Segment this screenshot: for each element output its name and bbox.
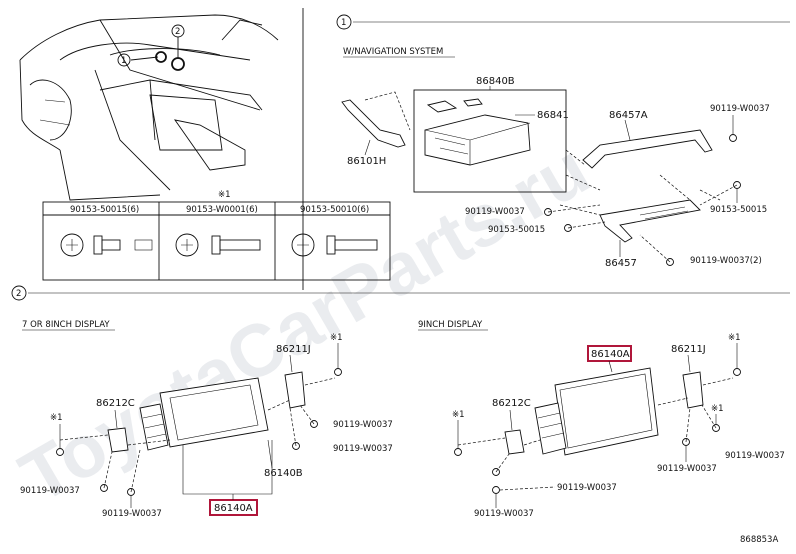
section-1-number: 1 <box>341 18 346 28</box>
right-label-86140A: 86140A <box>591 349 630 360</box>
fastener-table: ※1 90153-50015(6) 90153-W0001(6) 90153-5… <box>42 190 391 281</box>
label-90119-bottom: 90119-W0037(2) <box>690 256 762 266</box>
right-label-90119-l2: 90119-W0037 <box>474 509 534 519</box>
label-86457: 86457 <box>605 258 637 269</box>
right-label-90119-l1: 90119-W0037 <box>557 483 617 493</box>
left-label-86212C: 86212C <box>96 398 135 409</box>
fastener-col-2: 90153-W0001(6) <box>186 205 258 215</box>
overview-callout-1: 1 <box>121 56 126 66</box>
label-86841: 86841 <box>537 110 569 121</box>
fastener-table-note: ※1 <box>218 190 231 200</box>
label-86840B: 86840B <box>476 76 515 87</box>
fastener-col-3: 90153-50010(6) <box>300 205 369 215</box>
label-86457A: 86457A <box>609 110 648 121</box>
label-90119-top: 90119-W0037 <box>710 104 770 114</box>
section-1-header: W/NAVIGATION SYSTEM <box>343 47 443 57</box>
section-1: 1 W/NAVIGATION SYSTEM 86840B 86841 86101… <box>302 8 790 290</box>
left-label-86211J: 86211J <box>276 344 311 355</box>
label-86101H: 86101H <box>347 156 386 167</box>
right-label-86211J: 86211J <box>671 344 706 355</box>
left-label-90119-r1: 90119-W0037 <box>333 420 393 430</box>
overview-callout-2: 2 <box>175 27 180 37</box>
right-label-90119-r2: 90119-W0037 <box>657 464 717 474</box>
left-label-86140A: 86140A <box>214 503 253 514</box>
left-label-90119-r2: 90119-W0037 <box>333 444 393 454</box>
label-90153-left: 90153-50015 <box>488 225 545 235</box>
label-90119-left: 90119-W0037 <box>465 207 525 217</box>
section-2-right-header: 9INCH DISPLAY <box>418 320 483 330</box>
left-label-86140B: 86140B <box>264 468 303 479</box>
left-note-b: ※1 <box>50 413 63 423</box>
section-2-number: 2 <box>16 289 21 299</box>
left-label-90119-l1: 90119-W0037 <box>20 486 80 496</box>
figure-code: 868853A <box>740 535 778 545</box>
right-note-a: ※1 <box>728 333 741 343</box>
label-90153-right: 90153-50015 <box>710 205 767 215</box>
fastener-col-1: 90153-50015(6) <box>70 205 139 215</box>
left-note-a: ※1 <box>330 333 343 343</box>
car-interior-sketch: 1 2 <box>19 14 279 201</box>
right-note-b: ※1 <box>711 404 724 414</box>
left-label-90119-l2: 90119-W0037 <box>102 509 162 519</box>
section-2: 2 7 OR 8INCH DISPLAY 86211J 86212C 86140… <box>11 285 790 519</box>
right-86140A-highlight <box>587 345 632 362</box>
section-2-left-header: 7 OR 8INCH DISPLAY <box>22 320 110 330</box>
right-label-90119-r1: 90119-W0037 <box>725 451 785 461</box>
right-label-86212C: 86212C <box>492 398 531 409</box>
left-86140A-highlight <box>209 499 258 516</box>
right-note-b-left: ※1 <box>452 410 465 420</box>
